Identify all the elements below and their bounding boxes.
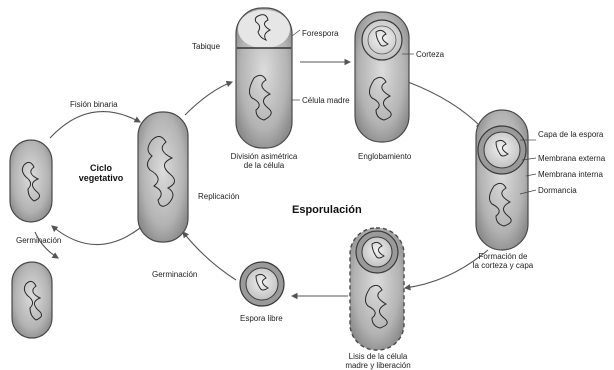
label-replication: Replicación: [198, 192, 239, 201]
spore-cortex: [484, 132, 520, 168]
label-cortex: Corteza: [416, 50, 444, 59]
cell-vegetative: [138, 112, 188, 242]
arrow-to-division: [185, 82, 232, 115]
label-septum: Tabique: [192, 42, 220, 51]
cell-lysis: [350, 228, 404, 350]
label-free-spore: Espora libre: [240, 314, 283, 323]
label-mother-cell-lysis: Lisis de la célula madre y liberación: [330, 352, 426, 370]
cell-engulfment: [355, 12, 409, 142]
cell-asymmetric-division: [236, 8, 292, 148]
label-germination-cycle: Germinación: [152, 270, 197, 279]
label-mother-cell: Célula madre: [302, 96, 350, 105]
label-dormancy: Dormancia: [538, 186, 577, 195]
label-binary-fission: Fisión binaria: [70, 100, 118, 109]
label-germination: Germinación: [16, 236, 61, 245]
label-inner-membrane: Membrana interna: [538, 170, 603, 179]
label-forespore: Forespora: [302, 29, 338, 38]
cell-germinated: [12, 262, 52, 338]
cell-cortex-formation: [476, 110, 528, 250]
label-engulfment: Englobamiento: [358, 152, 411, 161]
label-cortex-formation: Formación de la corteza y capa: [458, 252, 548, 270]
free-spore: [240, 262, 284, 306]
arrow-fission-bottom: [52, 226, 140, 245]
label-outer-membrane: Membrana externa: [538, 154, 605, 163]
label-asymmetric-division: División asimétrica de la célula: [216, 152, 312, 170]
cycle-title: Esporulación: [292, 206, 362, 215]
label-spore-coat: Capa de la espora: [538, 130, 603, 139]
arrow-engulf-to-cortex: [408, 82, 482, 128]
arrow-fission-top: [50, 112, 140, 138]
cell-fission-top: [10, 140, 52, 222]
label-vegetative-cycle: Ciclo vegetativo: [74, 163, 128, 183]
